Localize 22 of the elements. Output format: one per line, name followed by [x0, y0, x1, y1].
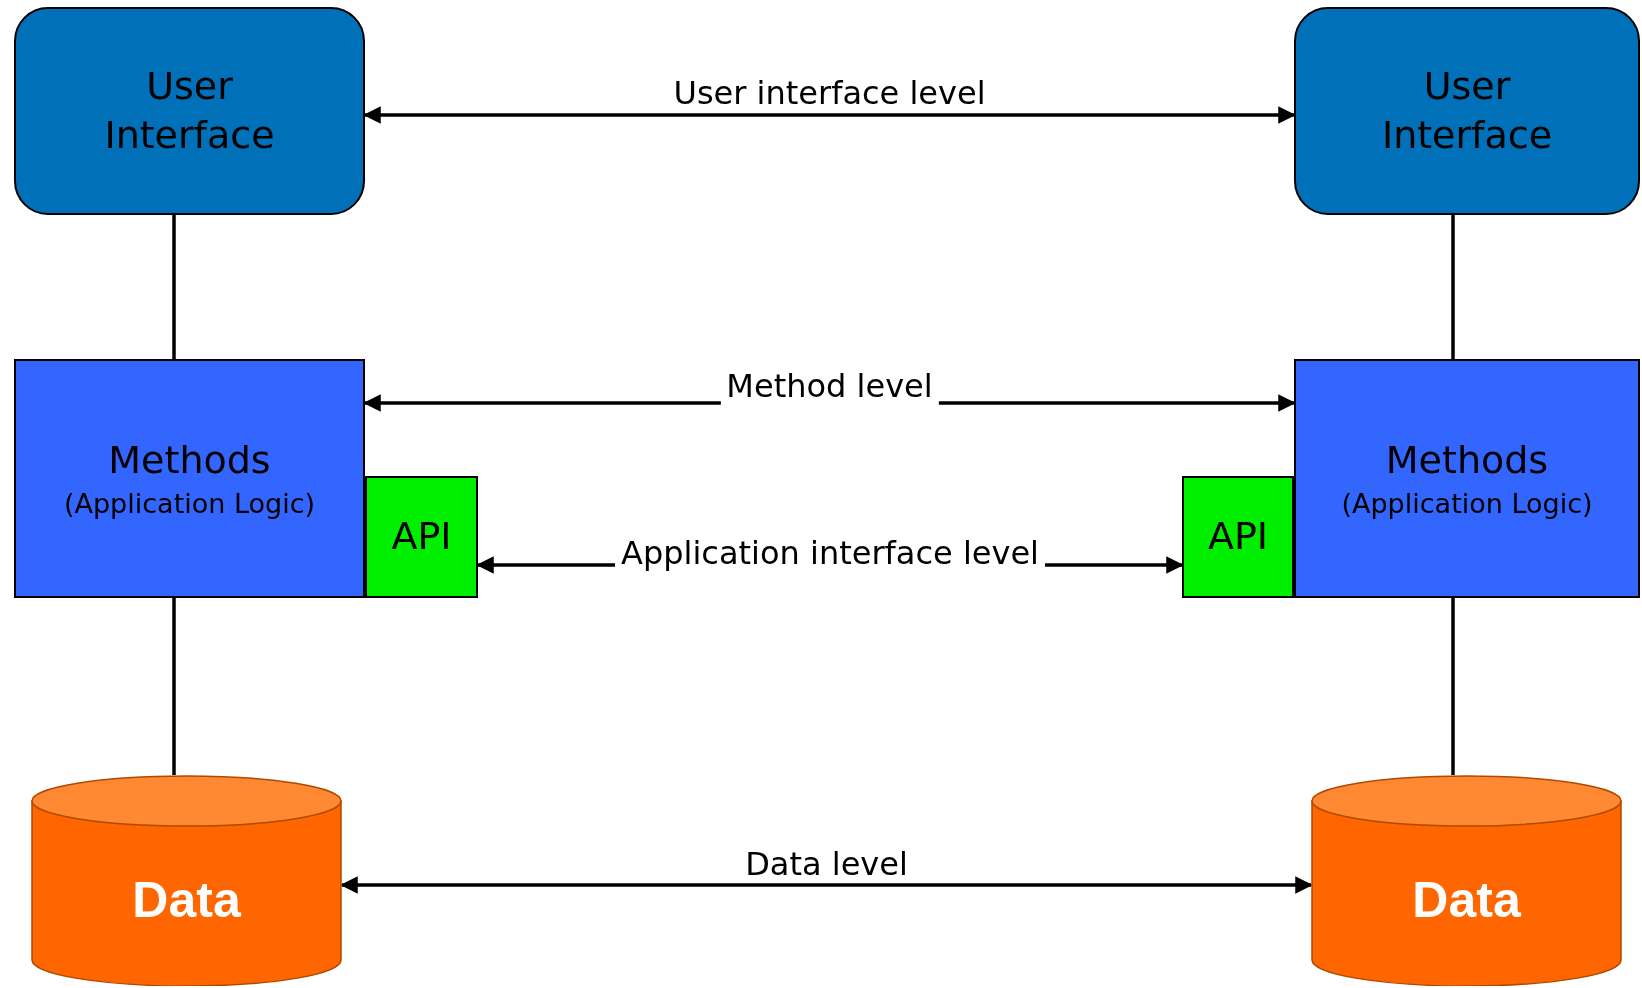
api-box — [365, 476, 478, 598]
node-title: API — [1207, 513, 1269, 561]
double-arrow — [363, 106, 1296, 124]
interface-box — [14, 7, 365, 215]
connector-line — [1451, 215, 1455, 359]
connector-line — [1451, 598, 1455, 775]
node-title: Methods — [1385, 437, 1549, 485]
methods-box — [14, 359, 365, 598]
node-title: Data — [132, 871, 241, 930]
methods-box — [1294, 359, 1640, 598]
connector-line — [172, 215, 176, 359]
node-title: User Interface — [103, 62, 276, 159]
double-arrow — [340, 876, 1313, 894]
interface-box — [1294, 7, 1640, 215]
node-title: API — [391, 513, 452, 561]
node-subtitle: (Application Logic) — [1341, 486, 1593, 521]
connector-line — [172, 598, 176, 775]
node-title: User Interface — [1380, 62, 1554, 159]
node-title: Methods — [108, 437, 271, 485]
api-box — [1182, 476, 1294, 598]
node-title: Data — [1412, 871, 1521, 930]
node-subtitle: (Application Logic) — [63, 486, 316, 521]
